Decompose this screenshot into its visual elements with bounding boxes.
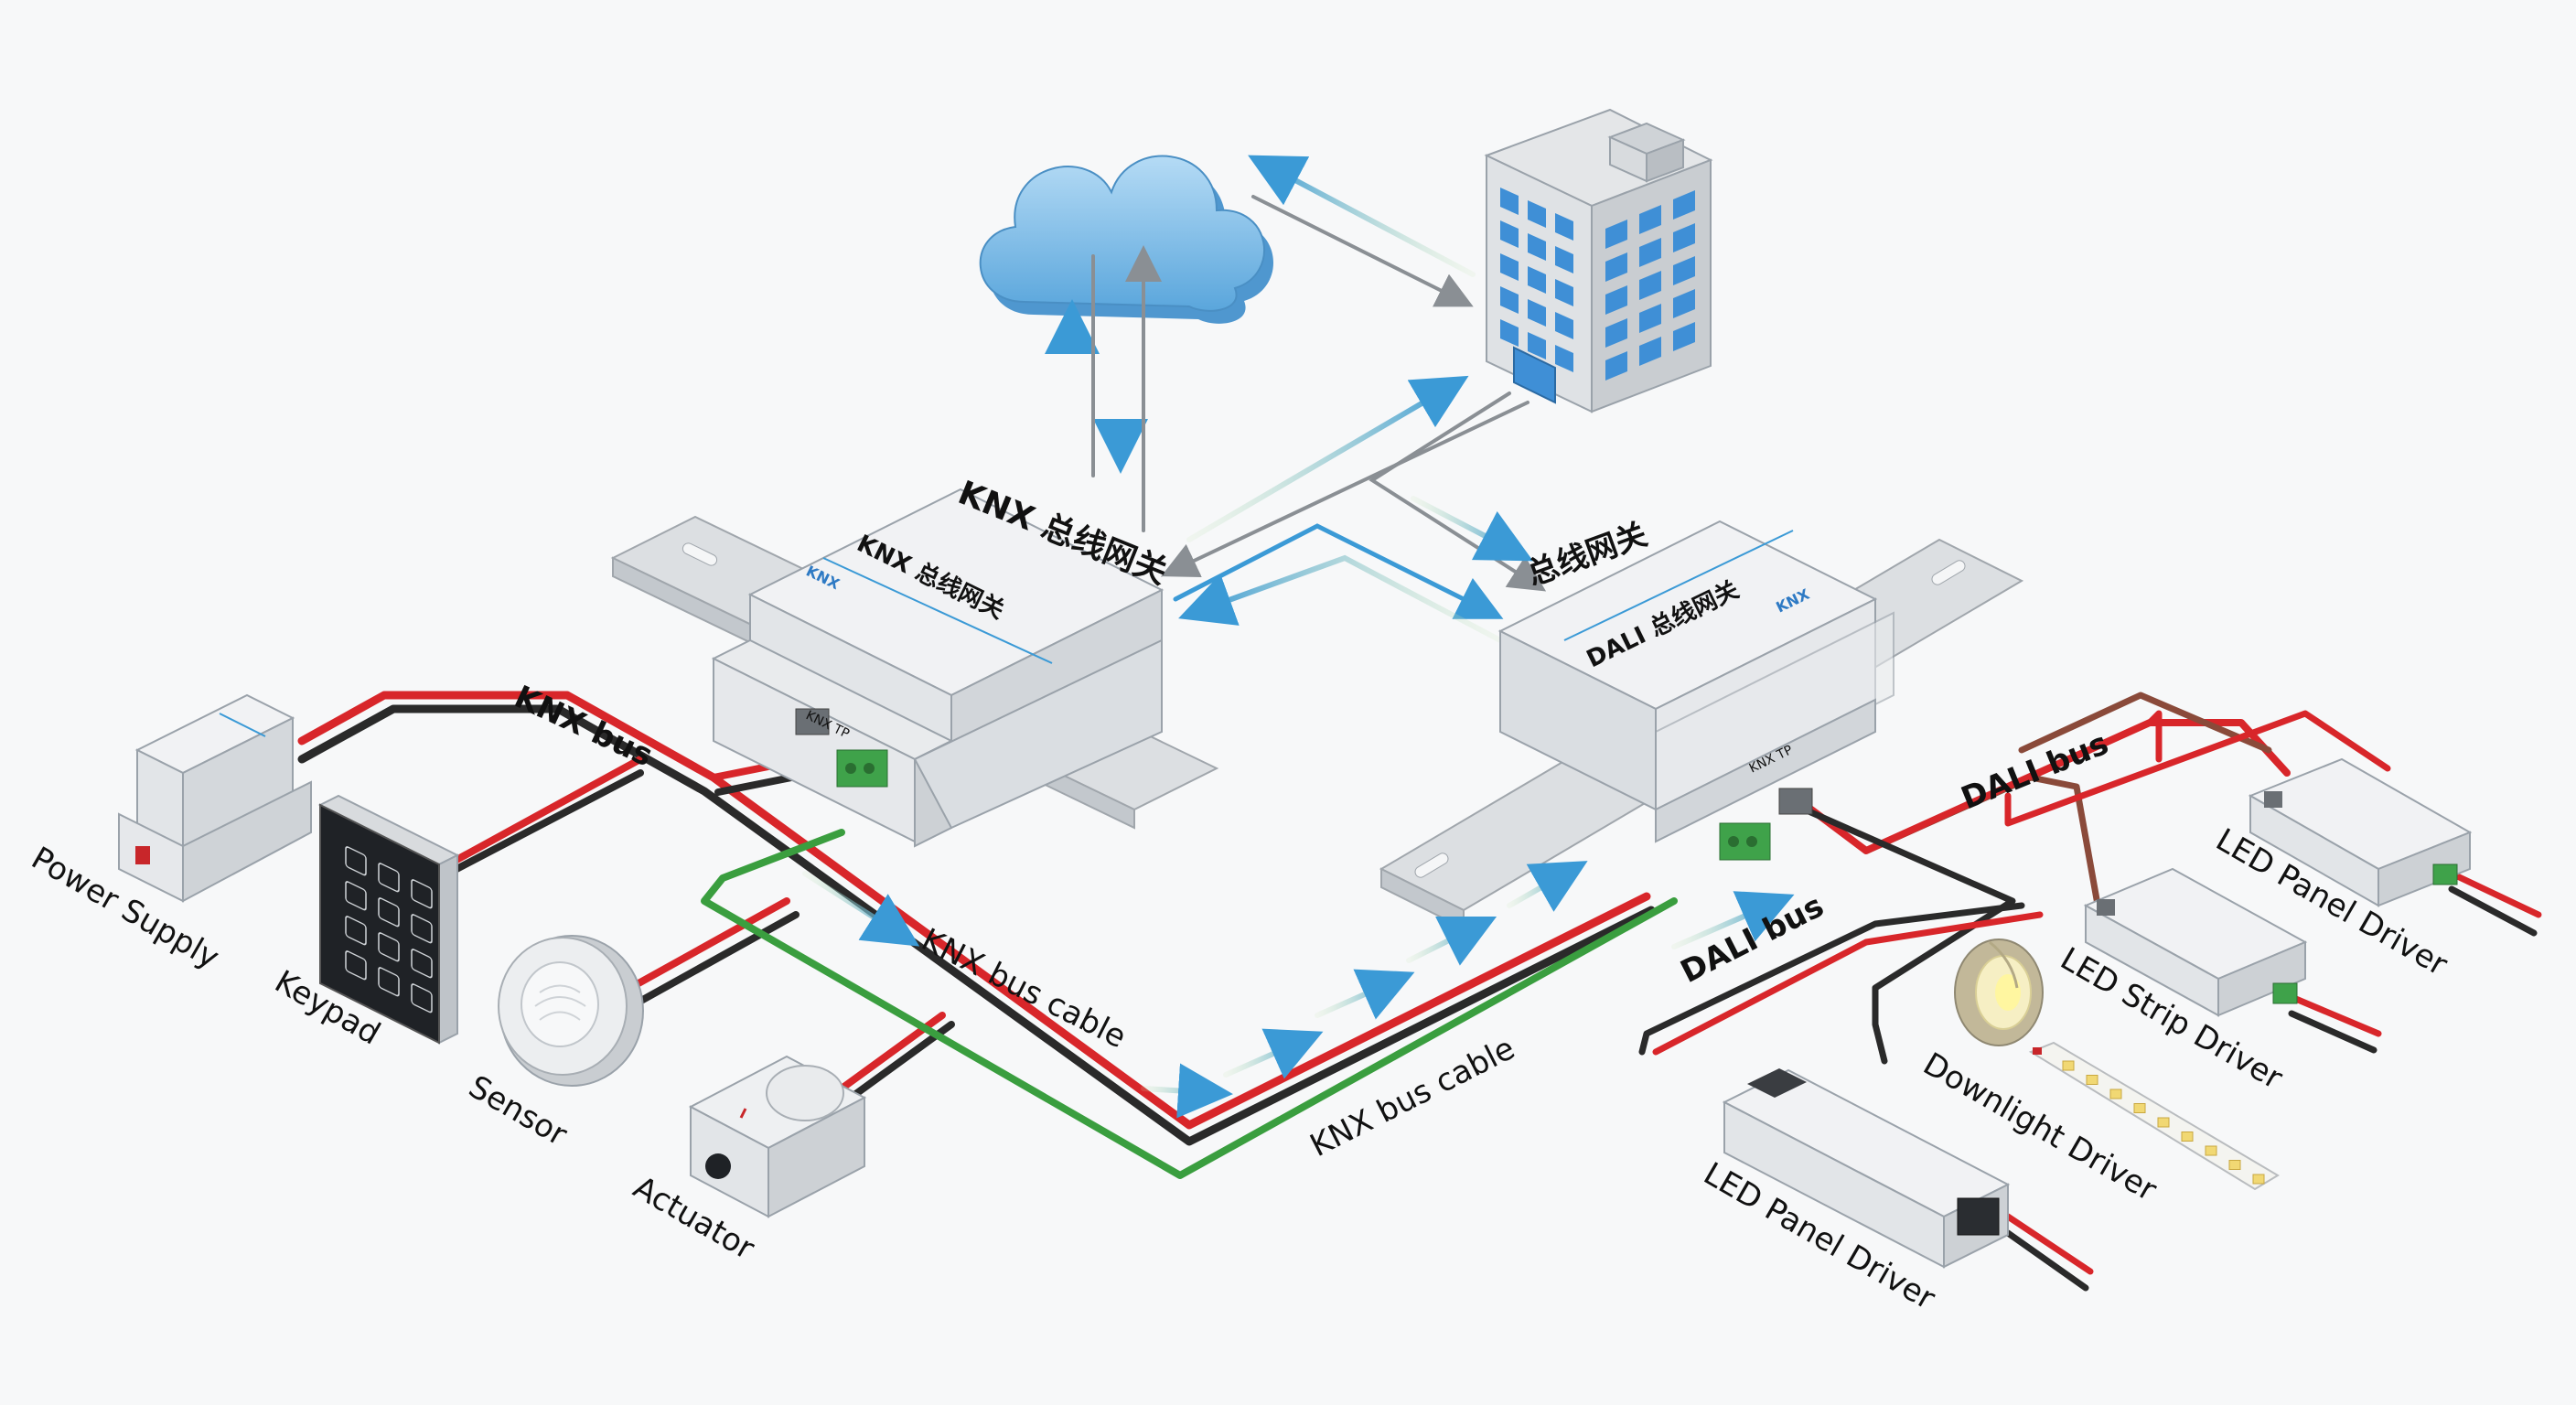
sensor-device <box>498 935 644 1087</box>
led-chip <box>2157 1117 2170 1128</box>
knx-gateway: KNX TP KNX 总线网关 KNX <box>711 488 1165 848</box>
window-icon <box>1605 252 1627 282</box>
window-icon <box>1528 233 1546 261</box>
keypad-key <box>345 950 367 981</box>
window-icon <box>1555 213 1573 241</box>
downlight-icon <box>1954 938 2044 1046</box>
keypad-key <box>378 932 400 962</box>
window-icon <box>1528 332 1546 359</box>
led-chip <box>2205 1145 2217 1156</box>
window-icon <box>1639 304 1661 333</box>
led-strip-driver <box>2083 867 2308 1017</box>
data-flow-arrows <box>802 155 1795 1119</box>
window-icon <box>1500 319 1519 347</box>
window-icon <box>1500 286 1519 314</box>
keypad-key <box>345 916 367 946</box>
led-panel-driver-bottom <box>1722 1068 2011 1269</box>
cloud-icon <box>979 155 1274 324</box>
window-icon <box>1639 205 1661 234</box>
keypad-key <box>411 949 433 979</box>
dali-bus-cable <box>1638 692 2391 1065</box>
window-icon <box>1673 223 1695 252</box>
rj45-port <box>1778 788 1813 815</box>
rj45-port <box>795 708 830 735</box>
window-icon <box>1639 238 1661 267</box>
window-icon <box>1605 318 1627 348</box>
keypad-key <box>378 863 400 893</box>
led-chip <box>2181 1132 2194 1142</box>
led-chip <box>2062 1060 2075 1071</box>
window-icon <box>1605 220 1627 249</box>
led-chip <box>2228 1160 2241 1170</box>
window-icon <box>1639 337 1661 366</box>
building-icon <box>1484 108 1713 413</box>
window-icon <box>1528 299 1546 327</box>
keypad-key <box>411 914 433 944</box>
window-icon <box>1528 266 1546 294</box>
actuator-device <box>688 1055 867 1218</box>
window-icon <box>1500 188 1519 215</box>
window-icon <box>1500 220 1519 248</box>
terminal-block <box>836 749 888 788</box>
keypad-key <box>345 846 367 876</box>
knx-bus-cable-label-upper: KNX bus cable <box>916 921 1132 1056</box>
power-supply-device <box>118 693 312 903</box>
window-icon <box>1500 253 1519 281</box>
led-strip-icon <box>2028 1041 2280 1191</box>
window-icon <box>1673 289 1695 318</box>
led-panel-driver-top <box>2248 757 2473 907</box>
window-icon <box>1673 190 1695 220</box>
knx-bus-cable-red <box>297 691 1678 1179</box>
dali-gateway: KNX TP DALI 总线网关 KNX <box>1497 520 1894 861</box>
window-icon <box>1555 279 1573 306</box>
led-chip <box>2086 1075 2098 1085</box>
terminal-block <box>1719 822 1771 861</box>
window-icon <box>1528 200 1546 228</box>
keypad-key <box>378 967 400 997</box>
window-icon <box>1673 256 1695 285</box>
window-icon <box>1605 351 1627 381</box>
keypad-device <box>317 794 460 1045</box>
led-chip <box>2252 1174 2265 1185</box>
window-icon <box>1673 322 1695 351</box>
led-chip <box>2133 1103 2146 1113</box>
keypad-key <box>378 897 400 928</box>
keypad-key <box>345 881 367 911</box>
window-icon <box>1605 285 1627 315</box>
keypad-key <box>411 983 433 1014</box>
window-icon <box>1555 345 1573 372</box>
window-icon <box>1555 246 1573 273</box>
window-icon <box>1555 312 1573 339</box>
driver-output-wires <box>2004 870 2542 1292</box>
led-chip <box>2109 1089 2122 1099</box>
knx-bus-label: KNX bus <box>509 679 658 775</box>
window-icon <box>1639 271 1661 300</box>
keypad-key <box>411 879 433 909</box>
